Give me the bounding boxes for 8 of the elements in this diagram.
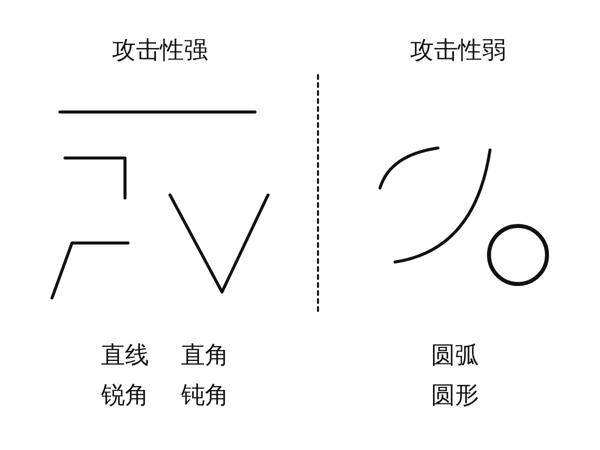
label: 直角 [181, 342, 229, 368]
heading: 攻击性强 [112, 36, 208, 64]
label: 圆形 [431, 382, 479, 408]
label: 锐角 [101, 382, 149, 408]
label: 直线 [101, 342, 149, 368]
label: 圆弧 [431, 342, 479, 368]
heading: 攻击性弱 [410, 36, 506, 64]
label: 钝角 [181, 382, 229, 408]
